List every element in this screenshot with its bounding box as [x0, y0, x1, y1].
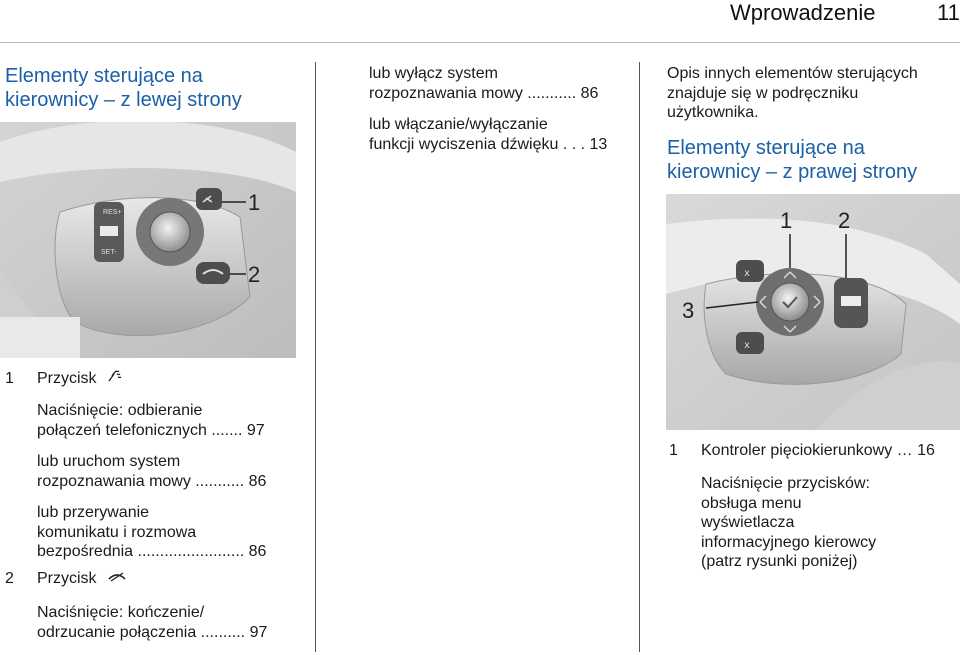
left-steering-wheel-figure: RES+ SET- 1 2: [0, 122, 296, 358]
right-heading: Elementy sterujące na kierownicy – z pra…: [667, 136, 917, 184]
left-item-1-line: bezpośrednia ........................ 86: [37, 543, 267, 560]
left-item-2-title-text: Przycisk: [37, 570, 97, 587]
right-item-1-line: wyświetlacza: [701, 514, 795, 531]
left-item-1-line: połączeń telefonicznych ....... 97: [37, 421, 265, 439]
left-heading-line-1: Elementy sterujące na: [5, 65, 203, 87]
left-item-1-line: lub uruchom system: [37, 453, 181, 470]
left-item-2-line: odrzucanie połączenia .......... 97: [37, 623, 268, 641]
right-heading-line-2: kierownicy – z prawej strony: [667, 161, 918, 183]
right-item-1-line: (patrz rysunki poniżej): [701, 553, 858, 570]
left-heading-line-2: kierownicy – z lewej strony: [5, 89, 242, 111]
right-figure-label-2: 2: [838, 208, 850, 233]
left-heading: Elementy sterujące na kierownicy – z lew…: [5, 64, 242, 112]
phone-voice-icon: [107, 369, 123, 389]
left-item-1-line: lub przerywanie: [37, 504, 150, 521]
left-item-2-description: Naciśnięcie: kończenie/ odrzucanie połąc…: [37, 603, 307, 642]
left-item-1-title-text: Przycisk: [37, 370, 97, 387]
left-item-1-number: 1: [5, 370, 14, 387]
left-item-2-line: Naciśnięcie: kończenie/: [37, 604, 205, 621]
right-intro-line: użytkownika.: [667, 104, 759, 121]
right-item-1-line: Naciśnięcie przycisków:: [701, 475, 870, 492]
left-item-2-title: Przycisk: [37, 569, 127, 589]
right-item-1-title: Kontroler pięciokierunkowy … 16: [701, 442, 935, 459]
hang-up-icon: [107, 569, 127, 589]
left-item-1-description: Naciśnięcie: odbieranie połączeń telefon…: [37, 401, 307, 562]
right-steering-wheel-figure: ⅹ ⅹ 1 2 3: [666, 194, 960, 430]
left-figure-label-2: 2: [248, 262, 260, 287]
left-item-1-line: Naciśnięcie: odbieranie: [37, 402, 203, 419]
right-item-1-number: 1: [669, 442, 678, 459]
svg-text:ⅹ: ⅹ: [744, 268, 750, 279]
middle-line: rozpoznawania mowy ........... 86: [369, 84, 599, 102]
right-intro-text: Opis innych elementów sterujących znajdu…: [667, 64, 957, 123]
middle-continuation-text: lub wyłącz system rozpoznawania mowy ...…: [369, 64, 631, 154]
right-figure-label-1: 1: [780, 208, 792, 233]
middle-line: funkcji wyciszenia dźwięku . . . 13: [369, 135, 608, 153]
middle-line: lub włączanie/wyłączanie: [369, 116, 548, 133]
set-minus-text: SET-: [101, 249, 117, 256]
right-heading-line-1: Elementy sterujące na: [667, 137, 865, 159]
left-item-1-title: Przycisk: [37, 369, 123, 389]
right-item-1-description: Naciśnięcie przycisków: obsługa menu wyś…: [701, 474, 959, 572]
left-item-2-number: 2: [5, 570, 14, 587]
running-header-section: Wprowadzenie: [730, 0, 876, 25]
right-item-1-line: obsługa menu: [701, 494, 802, 512]
column-divider-left: [315, 62, 316, 652]
left-item-1-line: rozpoznawania mowy ........... 86: [37, 472, 267, 490]
svg-text:ⅹ: ⅹ: [744, 340, 750, 351]
left-figure-label-1: 1: [248, 190, 260, 215]
right-intro-line: znajduje się w podręczniku: [667, 84, 859, 102]
res-plus-text: RES+: [103, 209, 121, 216]
header-rule: [0, 42, 960, 43]
middle-line: lub wyłącz system: [369, 65, 498, 82]
left-item-1-line: komunikatu i rozmowa: [37, 523, 197, 541]
right-figure-label-3: 3: [682, 298, 694, 323]
page-number: 11: [937, 0, 960, 25]
column-divider-right: [639, 62, 640, 652]
right-intro-line: Opis innych elementów sterujących: [667, 65, 918, 82]
right-item-1-line: informacyjnego kierowcy: [701, 533, 877, 551]
